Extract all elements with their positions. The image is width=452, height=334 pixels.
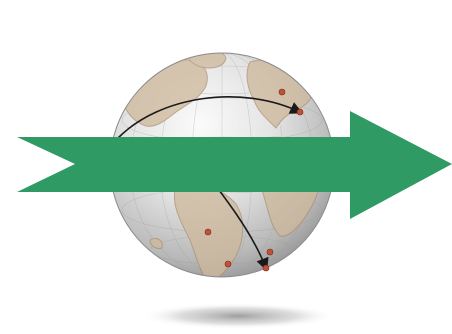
globe-shadow xyxy=(140,303,336,329)
city-marker xyxy=(225,261,231,267)
city-marker xyxy=(297,109,303,115)
city-marker xyxy=(205,229,211,235)
city-marker xyxy=(267,249,273,255)
city-marker xyxy=(279,89,285,95)
city-marker xyxy=(263,265,269,271)
